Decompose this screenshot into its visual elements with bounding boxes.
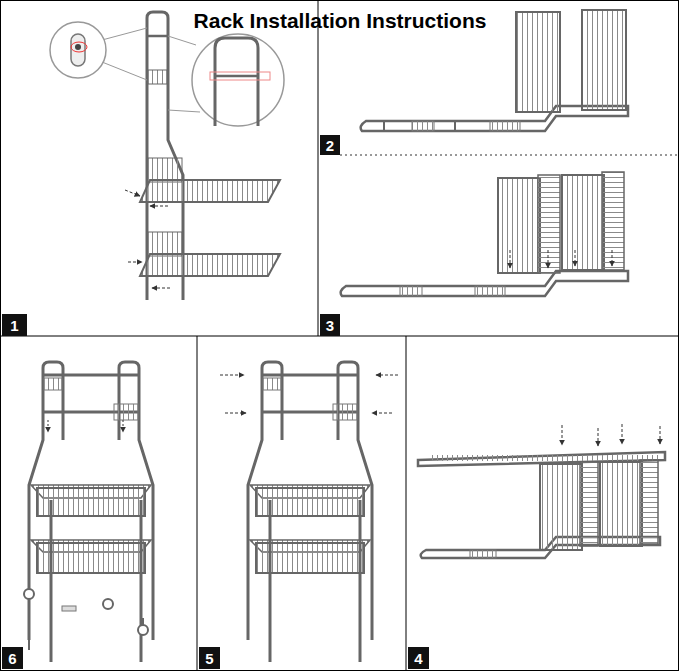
side-grid — [333, 404, 357, 420]
assembly-arrow — [128, 262, 142, 263]
basket-side — [498, 178, 540, 273]
assembly-arrow — [598, 428, 599, 446]
leader-line — [168, 36, 196, 45]
step-number: 2 — [320, 135, 340, 155]
assembly-arrow — [575, 250, 576, 266]
step-number: 1 — [2, 314, 27, 336]
assembly-arrow — [225, 413, 246, 414]
basket-side — [580, 462, 598, 546]
caster-wheel — [103, 599, 113, 609]
assembly-arrow — [376, 375, 398, 376]
panel-border — [406, 336, 407, 671]
step-label: 4 — [414, 651, 422, 666]
leader-line — [102, 62, 147, 80]
frame-grid — [470, 550, 496, 558]
highlight-ring — [71, 42, 87, 52]
assembly-arrow — [220, 375, 244, 376]
basket-side — [602, 172, 624, 270]
caster-stem — [28, 640, 30, 650]
cross-bar — [147, 35, 168, 38]
caster-wheel — [24, 589, 34, 599]
basket — [256, 543, 364, 573]
side-grid — [148, 70, 167, 84]
caster-wheel — [138, 625, 148, 635]
assembly-arrow — [548, 250, 549, 268]
side-grid — [263, 378, 281, 390]
step-number: 3 — [320, 314, 340, 336]
assembly-arrow — [123, 420, 124, 432]
detail-circle — [50, 22, 106, 78]
step-number: 6 — [2, 647, 23, 669]
tube-detail — [215, 38, 258, 126]
rack — [29, 362, 153, 662]
frame-grid — [430, 455, 660, 461]
title: Rack Installation Instructions — [150, 9, 530, 33]
highlight-box — [210, 72, 270, 80]
rack-leg — [359, 500, 362, 662]
rack-leg — [269, 500, 272, 662]
bolt-hole — [75, 44, 81, 50]
cross-bar — [262, 374, 358, 377]
grid-panel — [516, 12, 560, 112]
assembly-arrow — [125, 190, 140, 196]
basket-side — [540, 464, 582, 550]
basket — [256, 488, 364, 516]
leader-line — [168, 110, 200, 112]
frame-grid — [412, 121, 434, 131]
assembly-arrow — [48, 420, 49, 432]
basket-side — [600, 462, 642, 546]
screw — [62, 606, 76, 611]
dotted-divider — [340, 155, 679, 156]
shelf-back-grid — [148, 232, 182, 256]
assembly-arrow — [562, 425, 563, 445]
shelf — [140, 180, 280, 202]
step-label: 5 — [205, 651, 213, 666]
step-label: 1 — [10, 318, 18, 333]
step-label: 2 — [326, 138, 334, 153]
cross-bar — [215, 75, 258, 78]
step-label: 3 — [326, 318, 334, 333]
leader-line — [102, 28, 147, 40]
grid-panel — [582, 10, 626, 110]
frame-grid — [490, 121, 520, 131]
assembly-arrow — [152, 288, 170, 289]
frame-grid — [475, 286, 505, 296]
shelf-back-grid — [148, 158, 182, 182]
step-number: 5 — [199, 647, 220, 669]
basket-side — [538, 175, 560, 273]
rack — [248, 362, 372, 662]
caster-stem — [28, 585, 30, 589]
assembly-arrow — [372, 413, 392, 414]
caster-stem — [142, 618, 144, 625]
base-frame — [341, 271, 628, 296]
panel-border — [318, 0, 319, 336]
frame-grid — [400, 286, 422, 296]
basket-side — [640, 460, 658, 544]
assembly-arrow — [510, 250, 511, 268]
assembly-arrow — [622, 424, 623, 444]
assembly-arrow — [150, 206, 168, 207]
frame-rung — [383, 121, 385, 131]
assembly-arrow — [660, 426, 661, 444]
step-label: 6 — [8, 651, 16, 666]
basket-side — [562, 175, 604, 270]
shelf — [140, 254, 280, 276]
panel-border — [197, 336, 198, 671]
frame-rung — [454, 121, 456, 131]
step-number: 4 — [408, 647, 429, 669]
assembly-arrow — [612, 250, 613, 266]
detail-circle — [192, 34, 284, 126]
